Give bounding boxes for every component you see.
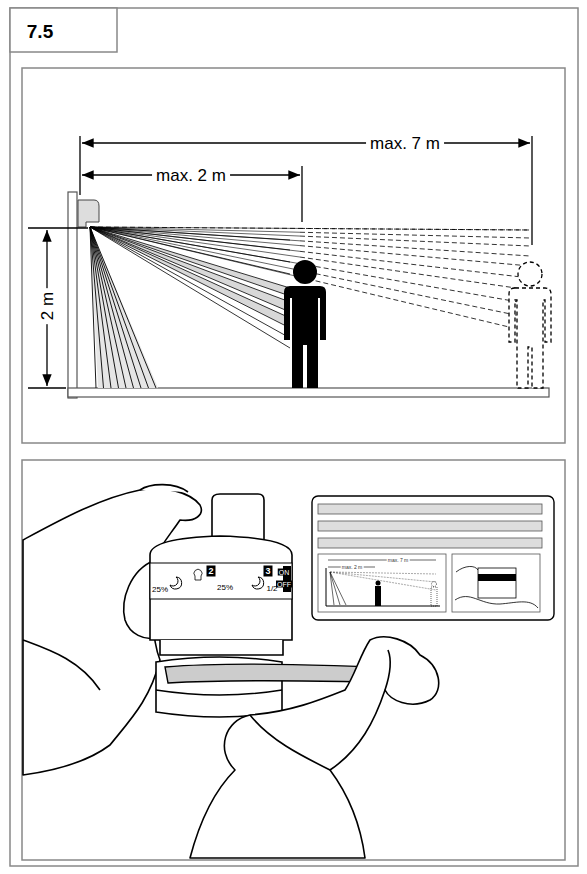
detection-ray [90, 227, 300, 277]
detection-ray [90, 227, 300, 241]
detection-ray [90, 227, 119, 388]
detection-ray [90, 227, 300, 264]
detection-ray [0, 0, 298, 251]
detection-ray [90, 227, 530, 230]
detection-band [90, 227, 290, 312]
detection-ray [0, 0, 298, 263]
detection-ray [90, 227, 134, 388]
room [68, 192, 549, 398]
switch-label: ON [278, 569, 291, 576]
detection-zones [0, 0, 530, 388]
detection-ray [90, 227, 300, 257]
detection-ray [0, 0, 298, 232]
person-2m [284, 260, 326, 388]
dial-value: 25% [216, 584, 234, 592]
setting-number: 2 [206, 566, 215, 577]
detection-ray [0, 0, 298, 257]
instruction-card [312, 496, 554, 620]
detection-band [90, 227, 290, 296]
detection-ray [0, 0, 298, 241]
detection-ray [300, 270, 530, 318]
outer-frame [10, 8, 578, 866]
title-tab [10, 8, 117, 52]
detection-ray [300, 251, 530, 278]
detection-ray [0, 0, 298, 277]
person-7m [509, 262, 551, 388]
right-hand [190, 637, 439, 858]
switch-label: OFF [276, 581, 292, 588]
detection-ray [0, 0, 298, 228]
dimension-label: max. 2 m [341, 565, 364, 570]
dimension-label: 2 m [39, 288, 56, 324]
detection-ray [90, 227, 290, 318]
detection-ray [90, 227, 300, 246]
detection-ray [300, 246, 530, 266]
detection-ray [300, 232, 530, 238]
dimension-label: max. 7 m [387, 558, 410, 563]
detection-ray [90, 227, 290, 312]
sensor [78, 200, 99, 227]
bottom-panel [22, 460, 565, 860]
detection-ray [90, 227, 290, 348]
detection-ray [0, 0, 298, 245]
detection-ray [300, 277, 530, 332]
detection-ray [90, 227, 290, 338]
dimension-lines [28, 136, 532, 388]
dimension-label: max. 2 m [152, 167, 230, 184]
detection-ray [300, 236, 530, 246]
detection-ray [300, 264, 530, 304]
detection-ray [90, 227, 300, 251]
figure-number: 7.5 [27, 22, 53, 41]
detection-ray [0, 0, 298, 236]
sensor-unit [150, 494, 292, 717]
setting-number: 3 [263, 566, 272, 577]
detection-ray [90, 227, 290, 296]
detection-ray [90, 227, 126, 388]
detection-ray [90, 227, 300, 270]
dimension-label: max. 7 m [366, 135, 444, 152]
dial-value: 25% [151, 586, 169, 594]
top-panel [22, 68, 565, 443]
